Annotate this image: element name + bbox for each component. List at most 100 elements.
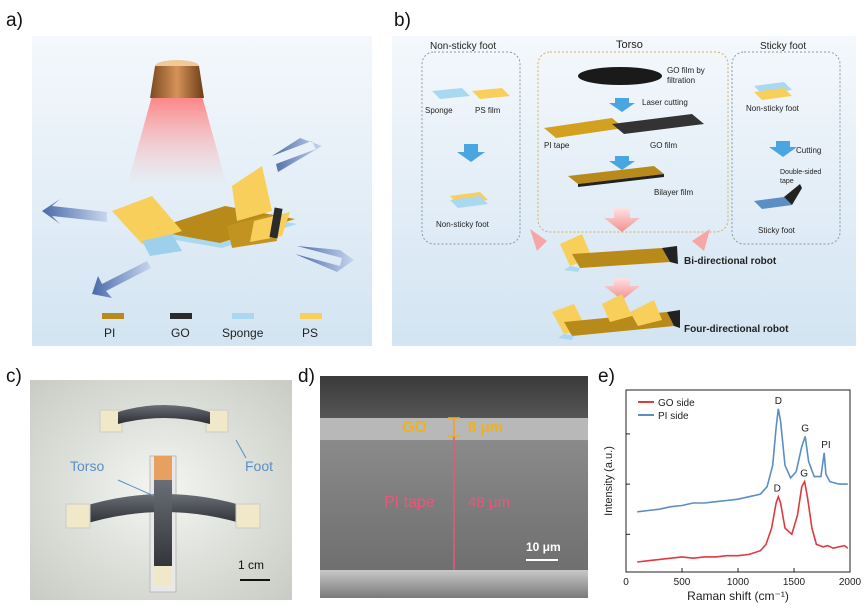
legend-ps-label: PS xyxy=(302,326,319,340)
panel-d-sem: GO 8 μm PI tape 48 μm 10 μm xyxy=(320,376,588,598)
peak-label-0-1: G xyxy=(800,469,808,480)
down-arrow-icon-3 xyxy=(609,156,635,170)
legend-pi-label: PI xyxy=(104,326,116,340)
photo-foot-top xyxy=(154,456,172,482)
arrow-up-right-icon xyxy=(272,138,322,172)
bilayer-film-edge xyxy=(578,174,664,187)
peak-label-0-0: D xyxy=(774,484,781,495)
sticky-foot-piece xyxy=(754,197,792,209)
photo-foot-bottom xyxy=(154,566,172,586)
photo-torso-top xyxy=(118,405,210,424)
sticky-foot-label: Sticky foot xyxy=(758,226,795,235)
x-tick-label-3: 1500 xyxy=(783,577,806,588)
photo-foot-left xyxy=(65,503,91,529)
non-sticky-foot-label: Non-sticky foot xyxy=(436,220,489,229)
non-sticky-foot-bottom xyxy=(450,196,488,208)
four-directional-robot xyxy=(112,166,297,256)
torso-pointer xyxy=(117,479,155,497)
legend-sponge-swatch xyxy=(232,313,254,319)
x-tick-label-1: 500 xyxy=(674,577,691,588)
sem-image xyxy=(320,376,588,598)
go-label: GO xyxy=(402,419,427,436)
bilayer-film xyxy=(568,166,664,184)
scale-label: 1 cm xyxy=(238,558,265,572)
arrow-left-icon xyxy=(42,199,107,224)
ps-film-label: PS film xyxy=(475,106,501,115)
foot-label: Foot xyxy=(245,458,274,474)
cutting-label: Cutting xyxy=(796,146,822,155)
laser-cutting-label: Laser cutting xyxy=(642,98,688,107)
panel-a: PI GO Sponge PS xyxy=(32,36,372,346)
sticky-foot-box xyxy=(731,51,841,245)
y-axis-label: Intensity (a.u.) xyxy=(603,446,615,516)
down-arrow-icon-2 xyxy=(609,98,635,112)
arrow-down-left-icon xyxy=(92,261,151,298)
legend-go-label: GO xyxy=(171,326,190,340)
merge-arrow-right xyxy=(692,229,710,251)
sem-scale-label: 10 μm xyxy=(526,540,561,554)
laser-lamp-icon xyxy=(150,66,204,98)
four-directional-robot-b xyxy=(552,294,680,340)
plot-frame xyxy=(625,389,851,573)
merge-arrow-left xyxy=(530,229,547,251)
legend-sponge-label: Sponge xyxy=(222,326,264,340)
panel-b: Non-sticky foot Torso Sticky foot Sponge… xyxy=(392,36,856,346)
go-thickness-label: 8 μm xyxy=(468,419,504,436)
ps-film-piece xyxy=(472,88,510,99)
legend-label-0: GO side xyxy=(658,398,695,409)
x-tick-label-0: 0 xyxy=(623,577,629,588)
down-arrow-icon xyxy=(457,144,485,162)
series-line-go-side xyxy=(637,479,849,563)
sticky-source-bottom xyxy=(754,88,792,100)
panel-b-label: b) xyxy=(394,10,411,31)
merge-arrow-top xyxy=(604,208,640,232)
peak-label-1-0: D xyxy=(775,396,782,407)
panel-e-label: e) xyxy=(598,366,615,387)
pi-tape-piece xyxy=(544,118,624,138)
foot-pointer xyxy=(235,439,247,459)
pi-label: PI tape xyxy=(384,494,435,511)
merge-arrow-bottom xyxy=(604,278,640,300)
peak-label-1-1: G xyxy=(801,423,809,434)
sticky-foot-title: Sticky foot xyxy=(760,41,807,52)
arrow-right-icon xyxy=(295,246,354,272)
sponge-label: Sponge xyxy=(425,106,453,115)
panel-b-illustration xyxy=(392,36,856,346)
bilayer-film-label: Bilayer film xyxy=(654,188,694,197)
go-film-label: GO film xyxy=(650,141,678,150)
pi-thickness-label: 48 μm xyxy=(468,494,510,511)
panel-d-label: d) xyxy=(298,366,315,387)
legend-pi-swatch xyxy=(102,313,124,319)
photo-robot xyxy=(30,380,292,600)
photo-foot-right xyxy=(235,503,261,529)
panel-a-illustration xyxy=(32,36,372,346)
x-axis-label: Raman shift (cm⁻¹) xyxy=(687,589,789,603)
legend-ps-swatch xyxy=(300,313,322,319)
panel-a-label: a) xyxy=(6,10,23,31)
non-sticky-foot-box xyxy=(421,51,521,245)
bi-directional-robot-label: Bi-directional robot xyxy=(684,256,777,267)
go-film-disc xyxy=(578,67,662,85)
double-sided-tape-piece xyxy=(784,184,802,205)
double-sided-tape-label: Double-sided tape xyxy=(780,169,822,185)
down-arrow-icon-4 xyxy=(769,141,797,157)
non-sticky-foot-right-label: Non-sticky foot xyxy=(746,104,799,113)
peak-label-1-2: PI xyxy=(821,440,830,451)
photo-torso-vertical xyxy=(154,480,172,580)
non-sticky-foot-title: Non-sticky foot xyxy=(430,41,497,52)
four-directional-robot-label: Four-directional robot xyxy=(684,324,789,335)
x-tick-label-4: 2000 xyxy=(839,577,862,588)
torso-label: Torso xyxy=(70,458,105,474)
bi-directional-robot xyxy=(560,234,678,272)
panel-c-photo: Torso Foot 1 cm xyxy=(30,380,292,600)
sponge-piece xyxy=(432,88,470,99)
legend-label-1: PI side xyxy=(658,411,689,422)
legend-go-swatch xyxy=(170,313,192,319)
panel-c-label: c) xyxy=(6,366,22,387)
torso-title: Torso xyxy=(616,39,643,51)
go-film-piece xyxy=(612,114,704,134)
x-tick-label-2: 1000 xyxy=(727,577,750,588)
laser-beam xyxy=(127,96,227,186)
